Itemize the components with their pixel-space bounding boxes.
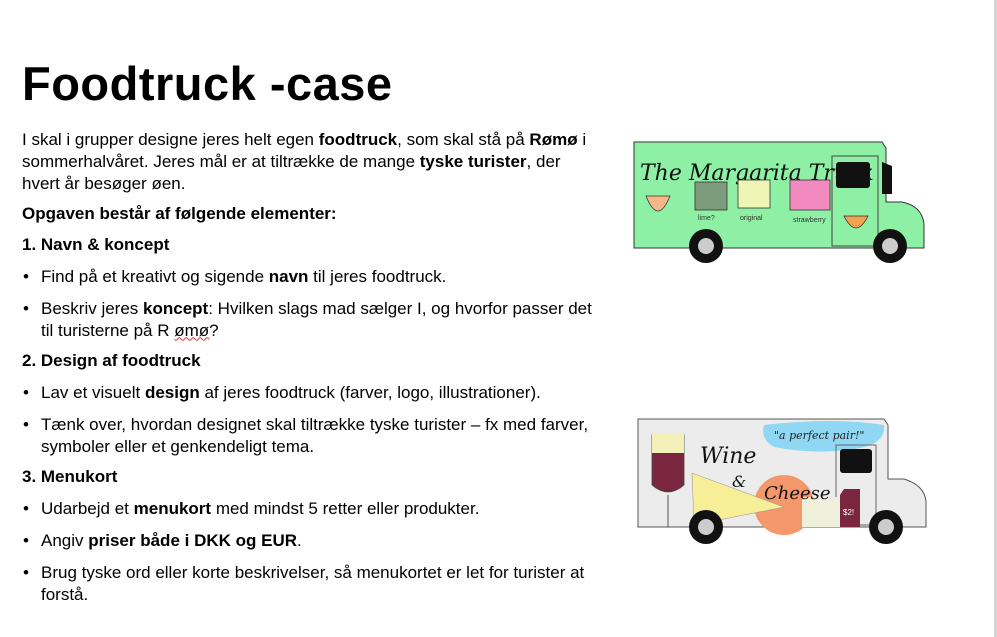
section-heading: 1. Navn & koncept	[22, 235, 170, 254]
text: Beskriv jeres	[41, 299, 144, 318]
bold-text: koncept	[143, 299, 209, 318]
bullet-item: Beskriv jeres koncept: Hvilken slags mad…	[22, 298, 597, 341]
task-heading: Opgaven består af følgende elementer:	[22, 204, 337, 223]
bullet-item: Angiv priser både i DKK og EUR.	[22, 530, 597, 552]
flavor-label: strawberry	[793, 217, 826, 224]
flavor-label: lime?	[698, 215, 715, 222]
bullet-item: Tænk over, hvordan designet skal tiltræk…	[22, 414, 597, 457]
bold-text: tyske turister	[419, 152, 527, 171]
slogan: "a perfect pair!"	[774, 429, 864, 442]
text: Tænk over, hvordan designet skal tiltræk…	[41, 415, 589, 456]
truck-name: Wine	[700, 444, 756, 469]
wine-cheese-truck-image: "a perfect pair!" Wine & Cheese $2!	[637, 418, 927, 544]
text: : Hvilken slags mad sælger I, og hvorfor…	[41, 299, 592, 340]
bullet-item: Udarbejd et menukort med mindst 5 retter…	[22, 498, 597, 520]
intro-paragraph: I skal i grupper designe jeres helt egen…	[22, 129, 602, 195]
flavor-label: original	[740, 215, 763, 222]
bullet-item: Find på et kreativt og sigende navn til …	[22, 266, 597, 288]
text: med mindst 5 retter eller produkter.	[211, 499, 480, 518]
text: .	[297, 531, 302, 550]
bold-text: Rømø	[529, 130, 578, 149]
text: af jeres foodtruck (farver, logo, illust…	[199, 383, 541, 402]
text: Lav et visuelt	[41, 383, 145, 402]
spellcheck-word[interactable]: ømø	[174, 320, 210, 340]
text: , som skal stå på	[397, 130, 530, 149]
section-heading: 2. Design af foodtruck	[22, 351, 201, 370]
bottle-label: $2!	[843, 508, 854, 517]
text: Find på et kreativt og sigende	[41, 267, 269, 286]
text: ?	[209, 320, 219, 340]
bullet-item: Brug tyske ord eller korte beskrivelser,…	[22, 562, 597, 605]
truck-name: Cheese	[764, 483, 831, 504]
bold-text: foodtruck	[318, 130, 398, 149]
text: , der hvert år besøger øen.	[22, 152, 561, 193]
section-heading: 3. Menukort	[22, 467, 118, 486]
ampersand: &	[732, 472, 746, 491]
slide-edge-divider	[994, 0, 997, 637]
text: til jeres foodtruck.	[308, 267, 447, 286]
bold-text: design	[144, 383, 200, 402]
text: Angiv	[41, 531, 89, 550]
bold-text: navn	[268, 267, 309, 286]
margarita-truck-image: The Margarita Truck lime? original straw…	[633, 141, 925, 263]
text: Udarbejd et	[41, 499, 134, 518]
bold-text: menukort	[133, 499, 212, 518]
text: i sommerhalvåret. Jeres mål er at tiltræ…	[22, 130, 587, 171]
text: Brug tyske ord eller korte beskrivelser,…	[41, 563, 585, 604]
slide-title: Foodtruck -case	[22, 57, 393, 110]
bold-text: priser både i DKK og EUR	[88, 531, 298, 550]
text: I skal i grupper designe jeres helt egen	[22, 130, 319, 149]
bullet-item: Lav et visuelt design af jeres foodtruck…	[22, 382, 597, 404]
